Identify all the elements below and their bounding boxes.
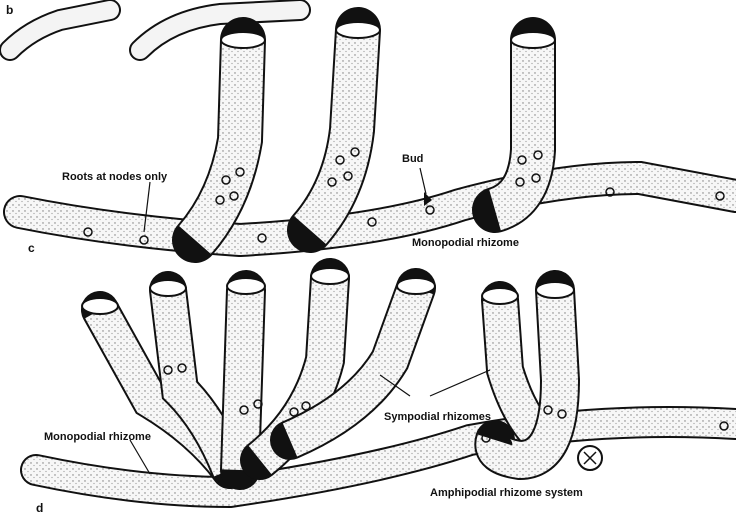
panel-d-label: d	[36, 501, 43, 515]
monopodial-c-label: Monopodial rhizome	[412, 237, 519, 249]
bud-label: Bud	[402, 153, 423, 165]
panel-d: Monopodial rhizome Sympodial rhizomes Am…	[36, 268, 736, 515]
panel-c: Roots at nodes only Bud Monopodial rhizo…	[20, 22, 736, 255]
sympodial-label: Sympodial rhizomes	[384, 411, 491, 423]
amphipodial-label: Amphipodial rhizome system	[430, 487, 583, 499]
monopodial-d-label: Monopodial rhizome	[44, 431, 151, 443]
roots-at-nodes-label: Roots at nodes only	[62, 171, 168, 183]
panel-b-label: b	[6, 3, 13, 17]
rosette-symbol-icon	[578, 446, 602, 470]
panel-c-label: c	[28, 241, 35, 255]
